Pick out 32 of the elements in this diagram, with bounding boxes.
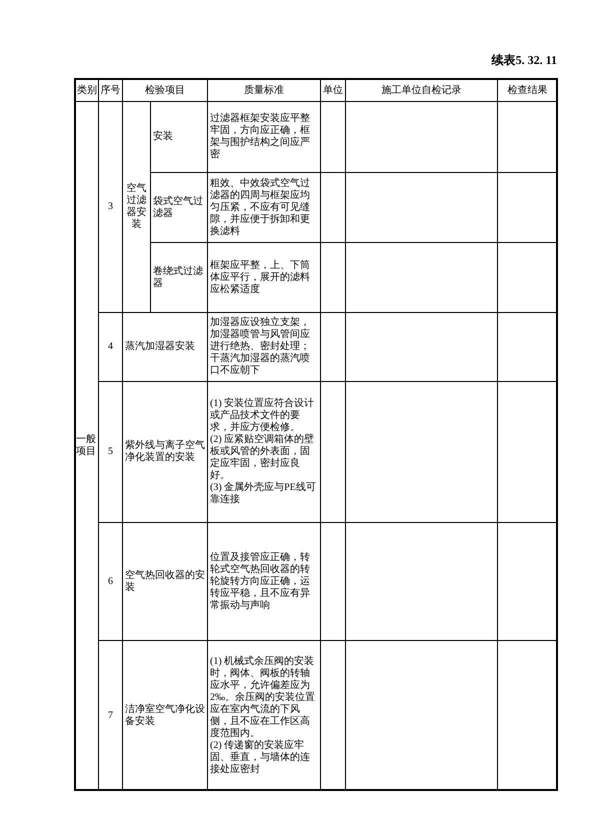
column-header: 检验项目 bbox=[145, 84, 185, 96]
item-number: 6 bbox=[108, 576, 113, 588]
column-header: 质量标准 bbox=[244, 84, 284, 96]
column-header: 单位 bbox=[323, 84, 343, 96]
inspection-item: 卷绕式过滤器 bbox=[153, 266, 204, 290]
item-number: 4 bbox=[108, 341, 113, 353]
quality-standard: (2) 传递窗的安装应牢固、垂直，与墙体的连接处应密封 bbox=[210, 740, 311, 776]
quality-standard: 加湿器应设独立支架，加湿器喷管与风管间应进行绝热、密封处理；干蒸汽加湿器的蒸汽喷口不应朝下 bbox=[210, 317, 311, 377]
item-number: 3 bbox=[108, 201, 113, 213]
table-title: 续表5. 32. 11 bbox=[492, 52, 557, 69]
item-group-label: 空气过滤器安装 bbox=[126, 183, 148, 231]
quality-standard: (2) 应紧贴空调箱体的壁板或风管的外表面，固定应牢固，密封应良好。 bbox=[210, 434, 316, 482]
inspection-item: 紫外线与离子空气净化装置的安装 bbox=[125, 440, 205, 464]
column-header: 施工单位自检记录 bbox=[382, 84, 462, 96]
inspection-item: 空气热回收器的安装 bbox=[125, 570, 205, 594]
inspection-item: 袋式空气过滤器 bbox=[153, 196, 204, 220]
category-label: 一般项目 bbox=[76, 434, 97, 458]
column-header: 类别 bbox=[77, 84, 97, 96]
quality-standard: 过滤器框架安装应平整牢固，方向应正确，框架与围护结构之间应严密 bbox=[210, 113, 311, 161]
quality-standard: 位置及接管应正确，转轮式空气热回收器的转轮旋转方向应正确，运转应平稳，且不应有异常振动与声响 bbox=[210, 552, 311, 612]
item-number: 7 bbox=[108, 710, 113, 722]
column-header: 序号 bbox=[100, 84, 120, 96]
item-number: 5 bbox=[108, 446, 113, 458]
inspection-item: 蒸汽加湿器安装 bbox=[125, 341, 195, 353]
inspection-item: 洁净室空气净化设备安装 bbox=[125, 704, 205, 728]
quality-standard: 框架应平整，上、下筒体应平行，展开的滤料应松紧适度 bbox=[210, 260, 311, 296]
quality-standard: 粗效、中效袋式空气过滤器的四周与框架应均匀压紧，不应有可见缝隙，并应便于拆卸和更换滤料 bbox=[210, 178, 311, 238]
inspection-item: 安装 bbox=[153, 131, 173, 143]
quality-standard: (1) 安装位置应符合设计或产品技术文件的要求，并应方便检修。 bbox=[210, 398, 316, 434]
quality-standard: (3) 金属外壳应与PE线可靠连接 bbox=[210, 482, 317, 506]
column-header: 检查结果 bbox=[508, 84, 548, 96]
quality-standard: (1) 机械式余压阀的安装时，阀体、阀板的转轴应水平，允许偏差应为2‰。余压阀的安装位置应在室内气流的下风侧，且不应在工作区高度范围内。 bbox=[210, 656, 316, 740]
